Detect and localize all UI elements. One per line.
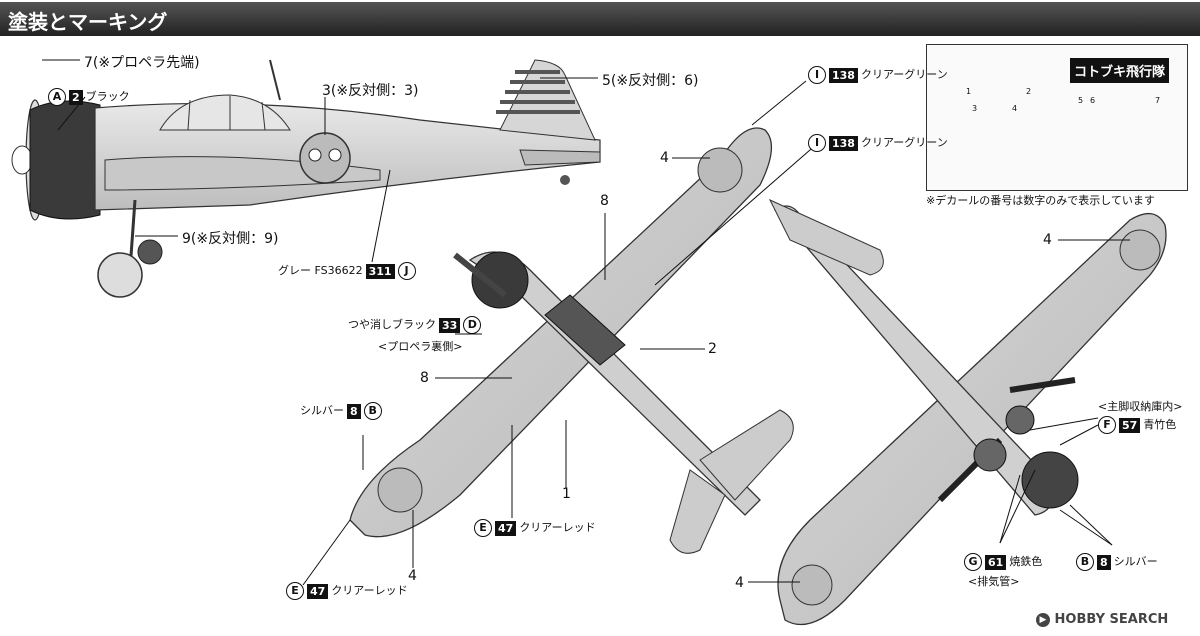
decal-num-5: 5 <box>1078 96 1084 105</box>
color-name: つや消しブラック <box>348 318 436 331</box>
side-view-aircraft <box>11 59 601 298</box>
watermark: ▶ HOBBY SEARCH <box>1036 612 1168 627</box>
color-letter: G <box>964 553 982 571</box>
color-letter: B <box>1076 553 1094 571</box>
bottom-leaders <box>748 239 1130 583</box>
decal-num-2: 2 <box>1026 87 1032 96</box>
color-letter: B <box>363 402 382 420</box>
side-leaders <box>42 59 598 263</box>
color-name: クリアーグリーン <box>860 136 948 149</box>
decal-note: ※デカールの番号は数字のみで表示しています <box>926 194 1155 207</box>
num-1: 1 <box>562 486 571 502</box>
color-code: 311 <box>365 263 395 279</box>
color-code: 8 <box>347 403 361 419</box>
decal-logo: コトブキ飛行隊 <box>1070 58 1170 83</box>
gear-bay-label: <主脚収納庫内> <box>1098 400 1183 413</box>
color-name: グレー FS36622 <box>278 264 363 277</box>
color-name: 焼鉄色 <box>1009 555 1043 568</box>
label-9: 9(※反対側：9) <box>182 231 279 247</box>
bottom-view-aircraft <box>768 198 1167 626</box>
decal-sheet <box>926 44 1188 191</box>
color-code: 33 <box>439 317 461 333</box>
decal-num-7: 7 <box>1155 96 1161 105</box>
decal-num-1: 1 <box>966 87 972 96</box>
color-name: ブラック <box>85 90 130 103</box>
color-letter: E <box>474 519 492 537</box>
num-4-d: 4 <box>735 575 744 591</box>
color-name: 青竹色 <box>1143 418 1177 431</box>
color-letter: E <box>286 582 304 600</box>
num-8-b: 8 <box>420 370 429 386</box>
color-letter: D <box>463 316 482 334</box>
color-name: クリアーグリーン <box>860 68 948 81</box>
header-bar <box>0 2 1200 36</box>
color-name: クリアーレッド <box>519 521 596 534</box>
watermark-brand: HOBBY SEARCH <box>1054 612 1169 627</box>
decal-num-4: 4 <box>1012 104 1018 113</box>
section-header: 塗装とマーキング <box>0 2 1200 36</box>
color-letter: A <box>48 88 66 106</box>
color-code: 138 <box>829 135 858 151</box>
color-name: クリアーレッド <box>331 584 408 597</box>
num-2: 2 <box>708 341 717 357</box>
color-code: 2 <box>69 89 83 105</box>
color-letter: I <box>808 134 826 152</box>
label-3: 3(※反対側：3) <box>322 83 419 99</box>
decal-num-3: 3 <box>972 104 978 113</box>
top-view-aircraft <box>349 127 794 554</box>
num-4-a: 4 <box>660 150 669 166</box>
propeller-back-label: <プロペラ裏側> <box>378 340 463 353</box>
num-4-c: 4 <box>1043 232 1052 248</box>
hobby-search-logo-icon: ▶ <box>1036 612 1050 627</box>
color-letter: J <box>397 262 416 280</box>
exhaust-label: <排気管> <box>968 575 1020 588</box>
color-name: シルバー <box>1113 555 1158 568</box>
color-code: 138 <box>829 67 858 83</box>
decal-num-6: 6 <box>1090 96 1096 105</box>
color-name: シルバー <box>300 404 344 417</box>
color-code: 47 <box>495 520 517 536</box>
color-code: 8 <box>1097 554 1111 570</box>
label-5: 5(※反対側：6) <box>602 73 699 89</box>
color-letter: F <box>1098 416 1116 434</box>
num-8-a: 8 <box>600 193 609 209</box>
num-4-b: 4 <box>408 568 417 584</box>
color-code: 47 <box>307 583 329 599</box>
color-letter: I <box>808 66 826 84</box>
color-code: 57 <box>1119 417 1141 433</box>
color-code: 61 <box>985 554 1007 570</box>
top-leaders <box>302 80 819 586</box>
label-7: 7(※プロペラ先端) <box>84 55 200 71</box>
section-title: 塗装とマーキング <box>8 10 168 34</box>
